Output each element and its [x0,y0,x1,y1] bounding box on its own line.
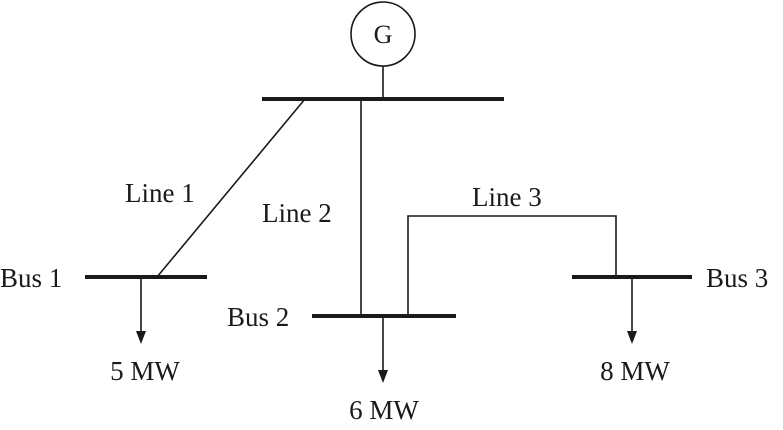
load-arrow-head [378,370,388,383]
load-bus-2: 6 MW [349,316,419,425]
generator-label: G [374,20,393,49]
line-1-conductor [156,98,306,278]
bus-3-label: Bus 3 [706,263,768,293]
line-3: Line 3 [407,182,617,316]
bus-1-label: Bus 1 [0,263,62,293]
bus-2-label: Bus 2 [227,302,289,332]
line-3-label: Line 3 [472,182,542,212]
load-bus-3-label: 8 MW [600,356,670,386]
line-1-label: Line 1 [125,178,195,208]
load-bus-3: 8 MW [600,277,670,386]
load-bus-1: 5 MW [110,277,180,386]
load-bus-1-label: 5 MW [110,356,180,386]
generator: G [350,1,416,99]
load-bus-2-label: 6 MW [349,395,419,425]
line-2: Line 2 [262,99,362,316]
bus-3: Bus 3 [572,263,768,293]
bus-1: Bus 1 [0,263,207,293]
load-arrow-head [136,331,146,344]
line-2-label: Line 2 [262,198,332,228]
load-arrow-head [627,331,637,344]
line-1: Line 1 [125,98,306,278]
line-3-conductor [407,215,617,316]
bus-2: Bus 2 [227,302,456,332]
